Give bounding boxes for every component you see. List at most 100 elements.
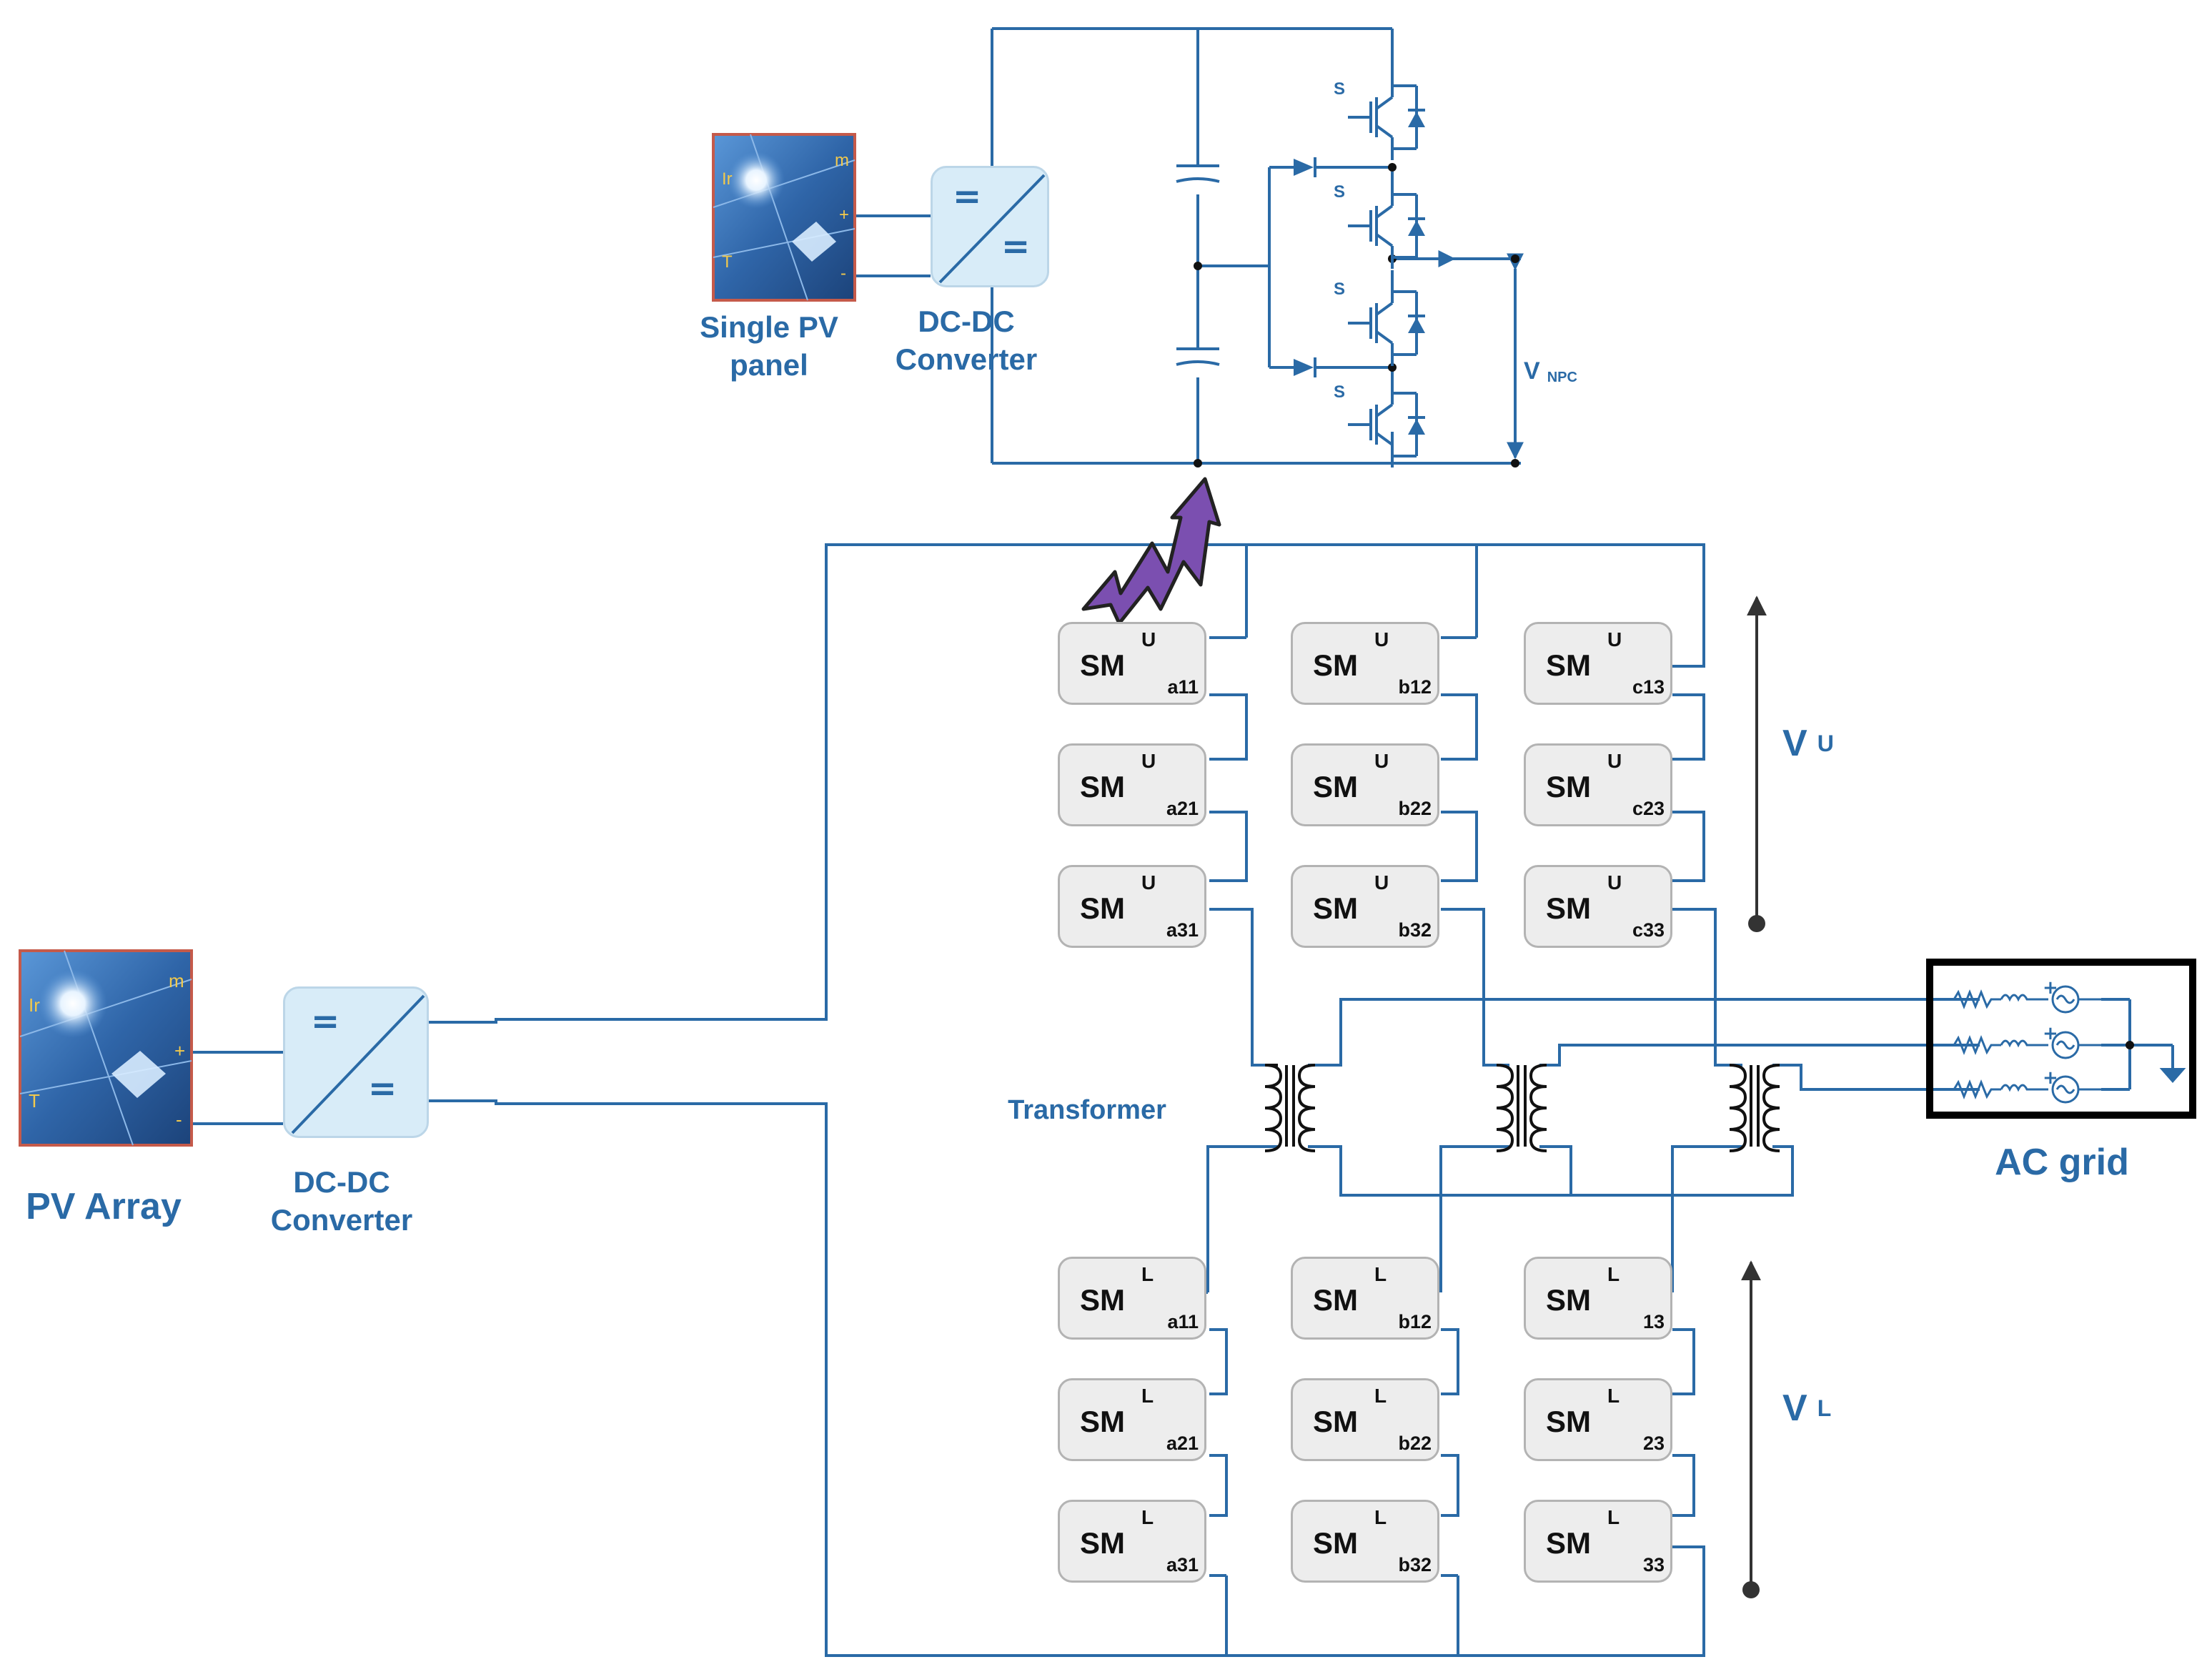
submodule-text: SM bbox=[1080, 1283, 1125, 1317]
submodule-sup: L bbox=[1607, 1506, 1620, 1528]
submodule-upper-a31: SM U a31 bbox=[1058, 865, 1206, 948]
submodule-sup: L bbox=[1141, 1263, 1154, 1285]
v-upper-sup: U bbox=[1817, 730, 1834, 756]
switch-label-1: S bbox=[1334, 79, 1346, 99]
submodule-sup: U bbox=[1374, 628, 1389, 651]
submodule-sup: L bbox=[1141, 1506, 1154, 1528]
submodule-sup: L bbox=[1607, 1263, 1620, 1285]
submodule-upper-c33: SM U c33 bbox=[1524, 865, 1672, 948]
dcdc-converter-left: = = bbox=[283, 986, 429, 1138]
submodule-upper-b22: SM U b22 bbox=[1291, 743, 1439, 826]
submodule-text: SM bbox=[1313, 770, 1358, 803]
submodule-text: SM bbox=[1546, 770, 1591, 803]
converter-top-output-symbol: = bbox=[1001, 227, 1031, 267]
v-lower-sup: L bbox=[1817, 1395, 1832, 1421]
pv-left-mark-ir: Ir bbox=[29, 994, 40, 1016]
pv-panel-left-graphic bbox=[19, 949, 193, 1147]
submodule-lower-b12: SM L b12 bbox=[1291, 1257, 1439, 1340]
pv-panel-top-graphic bbox=[712, 133, 856, 302]
submodule-sub: 23 bbox=[1642, 1433, 1665, 1454]
submodule-sup: U bbox=[1374, 750, 1389, 772]
submodule-upper-a11: SM U a11 bbox=[1058, 622, 1206, 705]
submodule-sup: L bbox=[1374, 1385, 1387, 1407]
submodule-sup: U bbox=[1607, 750, 1622, 772]
pv-left-mark-t: T bbox=[29, 1090, 40, 1112]
submodule-sup: L bbox=[1374, 1506, 1387, 1528]
submodule-upper-b32: SM U b32 bbox=[1291, 865, 1439, 948]
submodule-text: SM bbox=[1546, 1283, 1591, 1317]
submodule-text: SM bbox=[1313, 1526, 1358, 1560]
submodule-lower-33: SM L 33 bbox=[1524, 1500, 1672, 1583]
submodule-sub: c13 bbox=[1632, 676, 1665, 698]
submodule-sup: U bbox=[1607, 628, 1622, 651]
svg-text:+: + bbox=[2043, 1067, 2058, 1089]
converter-left-output-symbol: = bbox=[368, 1069, 397, 1109]
submodule-lower-23: SM L 23 bbox=[1524, 1378, 1672, 1461]
single-pv-panel-label: Single PV panel bbox=[700, 310, 838, 382]
submodule-sub: a21 bbox=[1166, 798, 1199, 819]
v-lower-main: V bbox=[1782, 1387, 1807, 1429]
submodule-upper-c13: SM U c13 bbox=[1524, 622, 1672, 705]
submodule-sub: a11 bbox=[1167, 676, 1199, 698]
ac-grid-label: AC grid bbox=[1995, 1142, 2129, 1183]
submodule-text: SM bbox=[1546, 1405, 1591, 1438]
v-npc-sub: NPC bbox=[1547, 370, 1577, 386]
submodule-sub: b32 bbox=[1398, 919, 1432, 941]
submodule-sup: L bbox=[1141, 1385, 1154, 1407]
switch-label-2: S bbox=[1334, 182, 1346, 202]
dcdc-top-label: DC-DC Converter bbox=[895, 305, 1038, 376]
pv-top-mark-m: m bbox=[835, 151, 849, 170]
submodule-sub: a31 bbox=[1166, 1554, 1199, 1575]
submodule-lower-b22: SM L b22 bbox=[1291, 1378, 1439, 1461]
pv-top-mark-minus: - bbox=[840, 264, 846, 283]
submodule-sub: a11 bbox=[1167, 1311, 1199, 1332]
pv-left-mark-minus: - bbox=[176, 1109, 182, 1130]
submodule-text: SM bbox=[1080, 891, 1125, 925]
converter-left-input-symbol: = bbox=[311, 1001, 340, 1042]
svg-text:+: + bbox=[2043, 1023, 2058, 1044]
submodule-upper-b12: SM U b12 bbox=[1291, 622, 1439, 705]
submodule-text: SM bbox=[1313, 1405, 1358, 1438]
submodule-sup: U bbox=[1607, 871, 1622, 894]
submodule-sup: U bbox=[1141, 750, 1156, 772]
submodule-sub: 13 bbox=[1642, 1311, 1665, 1332]
pv-left-mark-m: m bbox=[169, 970, 184, 991]
submodule-sup: U bbox=[1141, 871, 1156, 894]
submodule-text: SM bbox=[1080, 1526, 1125, 1560]
switch-label-3: S bbox=[1334, 280, 1346, 299]
pv-top-mark-t: T bbox=[722, 252, 733, 272]
svg-text:+: + bbox=[2043, 977, 2058, 999]
submodule-sub: 33 bbox=[1642, 1554, 1665, 1575]
v-npc-main: V bbox=[1524, 357, 1540, 385]
submodule-upper-a21: SM U a21 bbox=[1058, 743, 1206, 826]
converter-top-input-symbol: = bbox=[953, 177, 982, 217]
submodule-sub: b22 bbox=[1398, 1433, 1432, 1454]
submodule-lower-a21: SM L a21 bbox=[1058, 1378, 1206, 1461]
submodule-text: SM bbox=[1080, 1405, 1125, 1438]
v-upper-main: V bbox=[1782, 723, 1807, 764]
submodule-text: SM bbox=[1313, 648, 1358, 682]
submodule-lower-b32: SM L b32 bbox=[1291, 1500, 1439, 1583]
submodule-sub: b22 bbox=[1398, 798, 1432, 819]
submodule-text: SM bbox=[1313, 891, 1358, 925]
submodule-sub: b32 bbox=[1398, 1554, 1432, 1575]
submodule-upper-c23: SM U c23 bbox=[1524, 743, 1672, 826]
submodule-text: SM bbox=[1080, 648, 1125, 682]
submodule-sub: b12 bbox=[1398, 1311, 1432, 1332]
submodule-sub: c23 bbox=[1632, 798, 1665, 819]
submodule-text: SM bbox=[1313, 1283, 1358, 1317]
submodule-sub: a21 bbox=[1166, 1433, 1199, 1454]
dcdc-left-label: DC-DC Converter bbox=[270, 1165, 413, 1237]
submodule-sub: b12 bbox=[1398, 676, 1432, 698]
v-npc-label: V NPC bbox=[1524, 357, 1577, 386]
submodule-lower-13: SM L 13 bbox=[1524, 1257, 1672, 1340]
submodule-lower-a31: SM L a31 bbox=[1058, 1500, 1206, 1583]
pv-left-mark-plus: + bbox=[174, 1040, 186, 1062]
submodule-sup: U bbox=[1374, 871, 1389, 894]
switch-label-4: S bbox=[1334, 382, 1346, 402]
submodule-sup: U bbox=[1141, 628, 1156, 651]
